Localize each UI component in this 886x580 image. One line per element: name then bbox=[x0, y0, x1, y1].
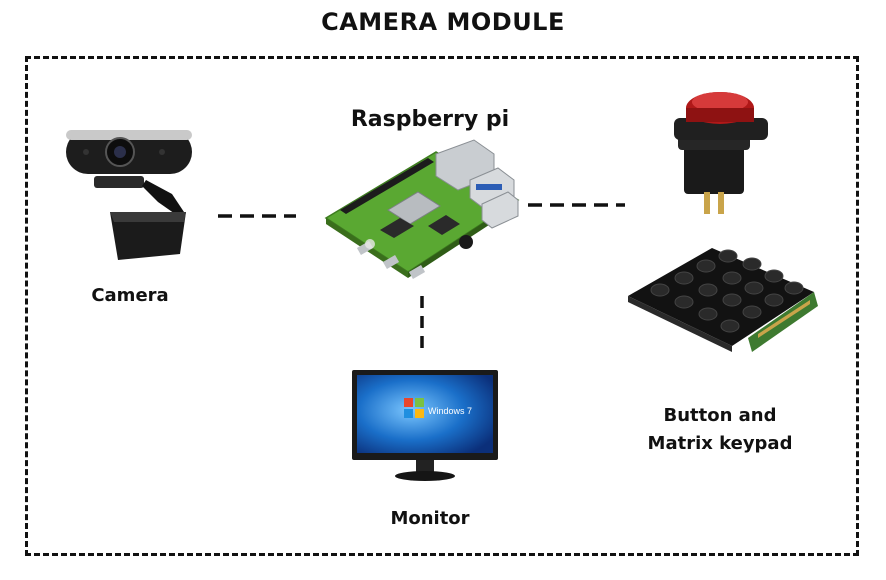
push-button-icon bbox=[674, 92, 768, 214]
webcam-icon bbox=[66, 130, 192, 260]
camera-label: Camera bbox=[91, 285, 169, 306]
monitor-label: Monitor bbox=[390, 508, 470, 529]
diagram-title: CAMERA MODULE bbox=[321, 8, 565, 36]
raspberry-pi-board-icon bbox=[324, 139, 520, 279]
monitor-icon: Windows 7 bbox=[352, 370, 498, 481]
button-label-line1: Button and bbox=[663, 405, 777, 426]
monitor-os-text: Windows 7 bbox=[428, 406, 472, 416]
windows-logo-icon bbox=[404, 398, 424, 418]
matrix-keypad-icon bbox=[628, 248, 818, 352]
button-label-line2: Matrix keypad bbox=[647, 433, 793, 454]
raspberry-pi-label: Raspberry pi bbox=[350, 107, 510, 132]
module-boundary bbox=[25, 56, 859, 556]
